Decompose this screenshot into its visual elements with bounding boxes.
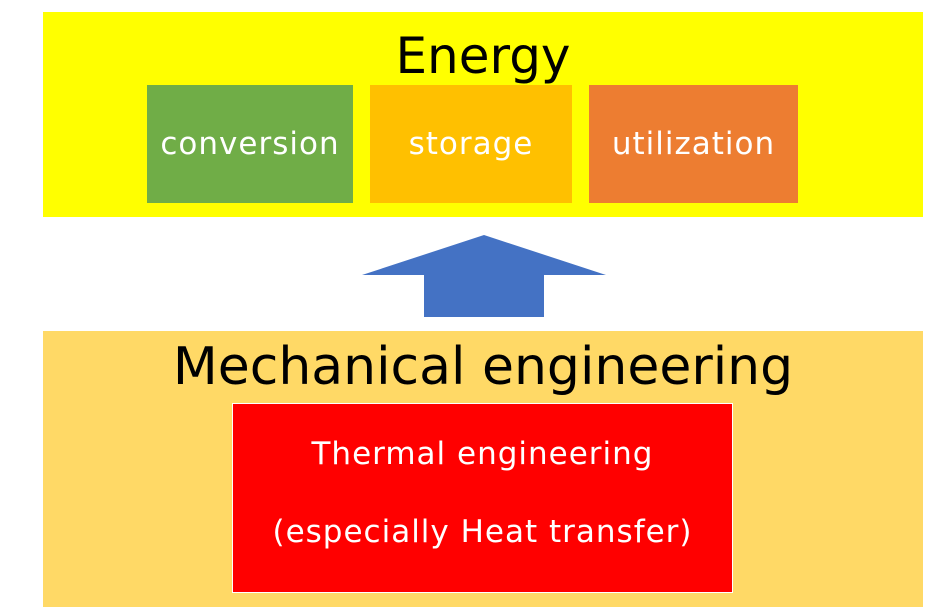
up-arrow-shape	[362, 235, 606, 317]
energy-title: Energy	[395, 27, 571, 85]
up-arrow-icon	[362, 235, 606, 317]
utilization-box: utilization	[589, 85, 798, 203]
conversion-box: conversion	[147, 85, 353, 203]
mechanical-title: Mechanical engineering	[172, 337, 794, 397]
thermal-title: Thermal engineering	[311, 436, 654, 472]
thermal-box: Thermal engineering (especially Heat tra…	[232, 403, 733, 593]
thermal-subtitle: (especially Heat transfer)	[272, 514, 693, 550]
energy-panel: Energy conversion storage utilization	[43, 12, 923, 217]
storage-box: storage	[370, 85, 572, 203]
mechanical-panel: Mechanical engineering Thermal engineeri…	[43, 331, 923, 607]
